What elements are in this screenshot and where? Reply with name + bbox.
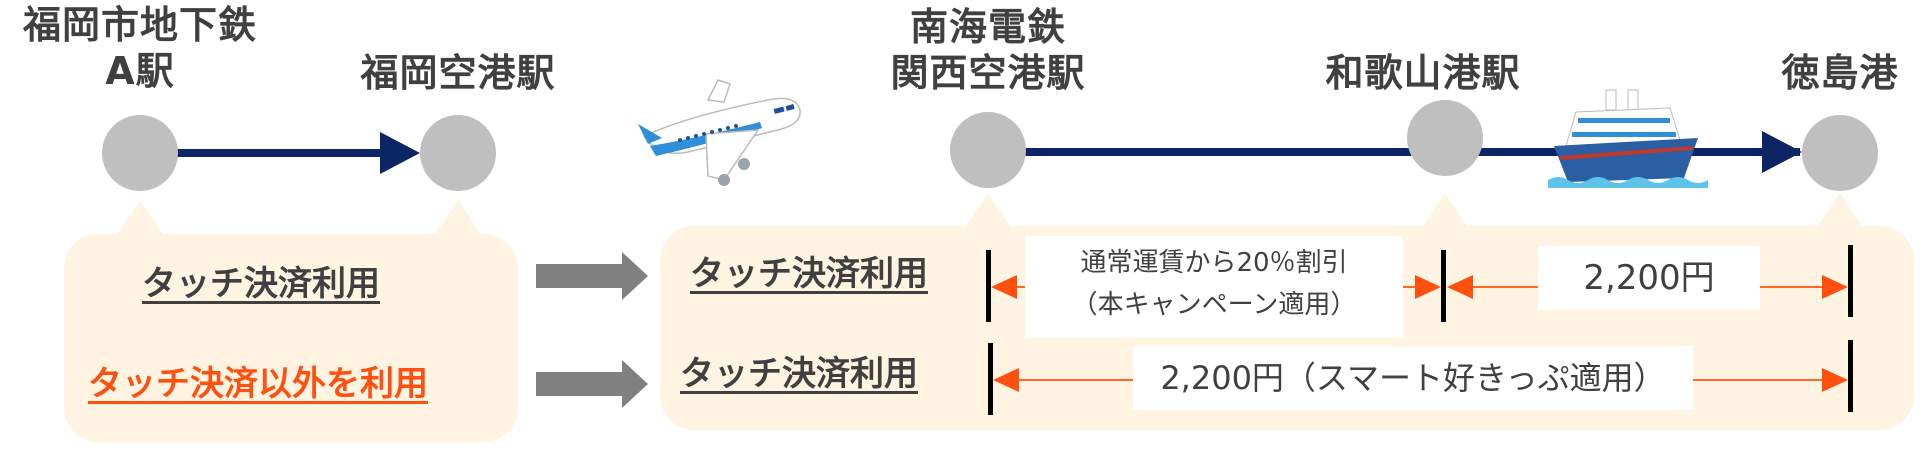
- fare-boundary-bar: [986, 250, 991, 322]
- station-label: A駅: [105, 49, 175, 93]
- station-name-tokushima-port: 徳島港: [1760, 50, 1920, 96]
- smart-ticket-fare-label: 2,200円（スマート好きっぷ適用）: [1133, 346, 1693, 410]
- station-name-fukuoka-airport: 福岡空港駅: [340, 50, 576, 96]
- station-name-a: 福岡市地下鉄 A駅: [0, 2, 280, 94]
- station-node-kansai-airport: [950, 112, 1026, 188]
- fare-boundary-bar: [1848, 245, 1853, 317]
- station-name-kansai-airport: 南海電鉄 関西空港駅: [870, 4, 1106, 96]
- station-node-a: [102, 115, 178, 191]
- arrow-head-icon: [1762, 131, 1802, 173]
- ferry-icon: [1548, 88, 1708, 188]
- fare-boundary-bar: [1441, 250, 1446, 322]
- ferry-fare-label: 2,200円: [1538, 246, 1760, 310]
- campaign-note-text: （本キャンペーン適用）: [1071, 290, 1357, 320]
- arrow-left-icon: [991, 275, 1017, 299]
- station-operator-label: 南海電鉄: [909, 5, 1066, 49]
- left-payment-panel: [64, 234, 518, 442]
- panel-pointer: [434, 200, 482, 236]
- fare-boundary-bar: [988, 343, 993, 415]
- arrow-right-icon: [1822, 368, 1848, 392]
- panel-pointer: [964, 193, 1012, 229]
- station-label: 福岡空港駅: [360, 51, 556, 95]
- touch-payment-label: タッチ決済利用: [680, 354, 918, 394]
- touch-payment-label: タッチ決済利用: [142, 264, 380, 304]
- panel-pointer: [116, 200, 164, 236]
- airplane-icon: [628, 72, 808, 188]
- non-touch-payment-label: タッチ決済以外を利用: [88, 364, 428, 404]
- panel-pointer: [1816, 193, 1864, 229]
- station-label: 徳島港: [1781, 51, 1899, 95]
- touch-payment-label: タッチ決済利用: [690, 254, 928, 294]
- route-line-subway: [175, 149, 385, 157]
- station-operator-label: 福岡市地下鉄: [22, 3, 257, 47]
- fare-boundary-bar: [1848, 340, 1853, 412]
- nankai-fare-label: 通常運賃から20％割引 （本キャンペーン適用）: [1025, 236, 1403, 338]
- arrow-right-icon: [1822, 275, 1848, 299]
- station-node-tokushima-port: [1802, 115, 1878, 191]
- station-label: 和歌山港駅: [1325, 51, 1521, 95]
- gray-arrow-icon: [536, 360, 648, 408]
- gray-arrow-icon: [536, 252, 648, 300]
- station-name-wakayama-port: 和歌山港駅: [1305, 50, 1541, 96]
- station-node-wakayama-port: [1407, 100, 1483, 176]
- arrow-head-icon: [380, 132, 420, 174]
- station-node-fukuoka-airport: [420, 115, 496, 191]
- arrow-left-icon: [1447, 275, 1473, 299]
- fare-discount-text: 通常運賃から20％割引: [1080, 248, 1348, 278]
- station-label: 関西空港駅: [890, 51, 1086, 95]
- panel-pointer: [1421, 193, 1469, 229]
- arrow-left-icon: [993, 368, 1019, 392]
- arrow-right-icon: [1415, 275, 1441, 299]
